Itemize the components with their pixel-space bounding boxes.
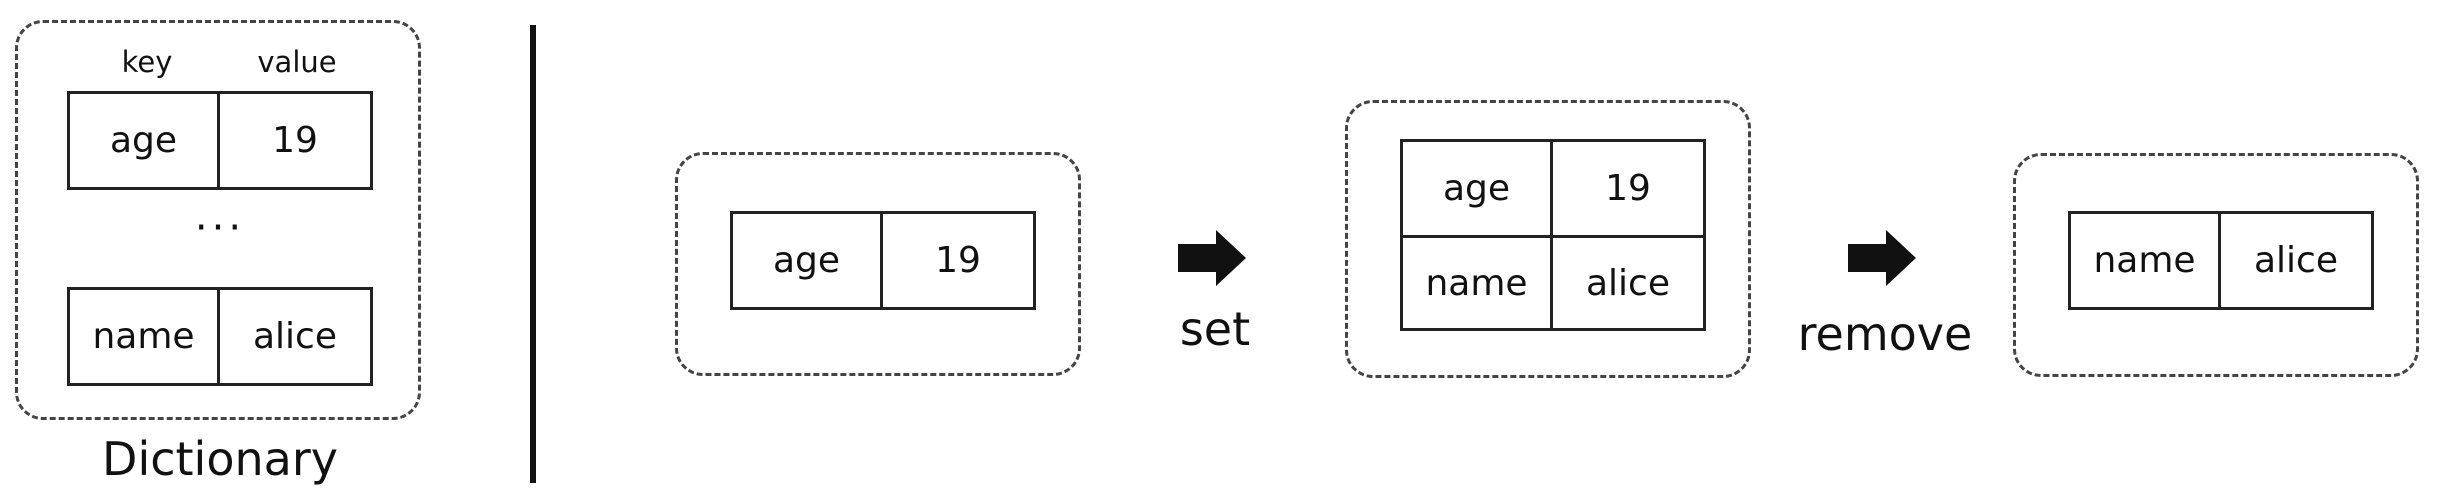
entry-key: name	[2071, 214, 2221, 307]
entry-key: name	[1403, 235, 1553, 328]
entry-key: name	[70, 290, 220, 383]
entry-key: age	[70, 94, 220, 187]
entry-key: age	[733, 214, 883, 307]
remove-label: remove	[1797, 307, 1973, 361]
entry-value: 19	[1605, 168, 1651, 209]
dictionary-caption: Dictionary	[102, 432, 338, 486]
dictionary-first-entry: age 19	[67, 91, 373, 190]
state3-container	[2013, 153, 2419, 377]
ellipsis: ···	[194, 205, 246, 251]
remove-arrow-icon	[1848, 230, 1916, 286]
state2-entries: age 19 name alice	[1400, 139, 1706, 331]
entry-value: alice	[1553, 235, 1703, 328]
entry-value: 19	[272, 120, 318, 161]
state1-container	[675, 152, 1081, 376]
entry-value: alice	[252, 316, 337, 357]
state1-entry-age: age 19	[730, 211, 1036, 310]
key-header: key	[121, 45, 173, 79]
vertical-divider	[530, 25, 536, 483]
set-label: set	[1179, 302, 1251, 356]
state2-container	[1345, 100, 1751, 378]
entry-value: 19	[935, 240, 981, 281]
dictionary-container	[15, 20, 421, 420]
dictionary-last-entry: name alice	[67, 287, 373, 386]
state3-entry-name: name alice	[2068, 211, 2374, 310]
set-arrow-icon	[1178, 230, 1246, 286]
entry-value: alice	[2253, 240, 2338, 281]
entry-key: age	[1403, 142, 1553, 235]
value-header: value	[257, 45, 337, 79]
